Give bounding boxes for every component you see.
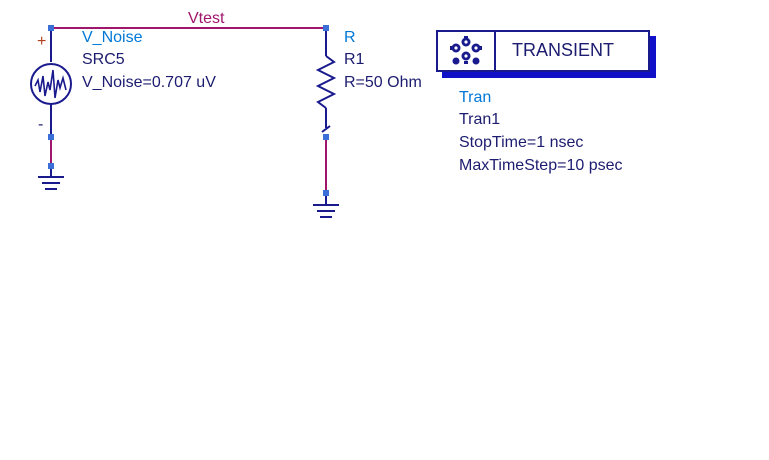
noise-waveform-icon xyxy=(34,69,67,99)
source-param-label[interactable]: V_Noise=0.707 uV xyxy=(82,74,216,91)
pin-source-bottom[interactable] xyxy=(48,134,54,140)
pin-resistor-bottom[interactable] xyxy=(323,134,329,140)
resistor-type-label[interactable]: R xyxy=(344,29,356,46)
transient-type-label[interactable]: Tran xyxy=(459,89,492,106)
pin-ground-left[interactable] xyxy=(48,163,54,169)
transient-stoptime-label[interactable]: StopTime=1 nsec xyxy=(459,134,584,151)
resistor-param-label[interactable]: R=50 Ohm xyxy=(344,74,422,91)
source-plus-sign: + xyxy=(37,33,47,50)
wire-label-vtest[interactable]: Vtest xyxy=(188,10,225,27)
transient-instance-label[interactable]: Tran1 xyxy=(459,111,501,128)
transient-shadow-right xyxy=(650,36,656,78)
transient-maxstep-label[interactable]: MaxTimeStep=10 psec xyxy=(459,157,623,174)
pin-top-left[interactable] xyxy=(48,25,54,31)
noise-source-symbol[interactable] xyxy=(30,31,72,137)
transient-controller-box[interactable]: TRANSIENT xyxy=(436,30,650,72)
transient-icon-divider xyxy=(494,32,496,70)
resistor-instance-label[interactable]: R1 xyxy=(344,51,365,68)
transient-shadow-bottom xyxy=(442,72,656,78)
resistor-symbol[interactable] xyxy=(315,31,337,133)
pin-top-right[interactable] xyxy=(323,25,329,31)
pin-ground-right[interactable] xyxy=(323,190,329,196)
gear-cluster-icon xyxy=(450,36,482,65)
source-instance-label[interactable]: SRC5 xyxy=(82,51,125,68)
source-type-label[interactable]: V_Noise xyxy=(82,29,143,46)
transient-box-title: TRANSIENT xyxy=(512,40,615,60)
source-minus-sign: - xyxy=(38,116,44,133)
ground-right-icon[interactable] xyxy=(313,196,339,218)
ground-left-icon[interactable] xyxy=(38,169,64,190)
